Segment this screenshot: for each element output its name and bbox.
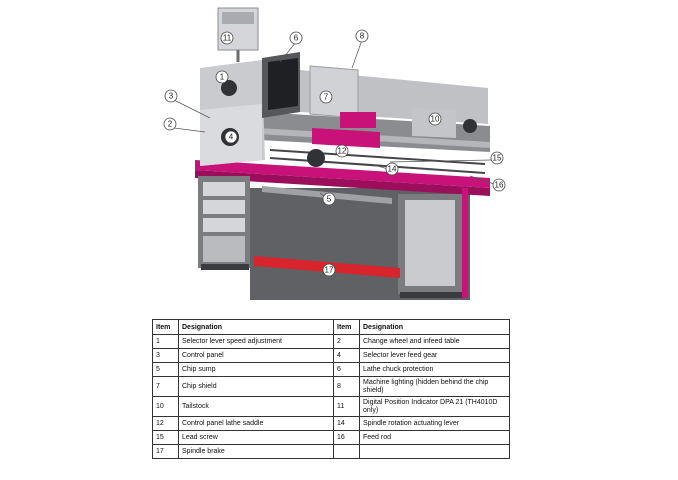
table-row: 17 Spindle brake [152,444,510,459]
tailstock-handwheel [463,119,477,133]
cell-item [333,444,360,459]
callout-10: 10 [431,115,440,124]
parts-legend-table: Item Designation Item Designation 1 Sele… [152,319,510,459]
cell-designation: Change wheel and infeed table [359,334,510,349]
cell-item: 5 [152,362,179,377]
cell-item: 7 [152,376,179,397]
cell-designation: Tailstock [178,396,334,417]
cell-item: 10 [152,396,179,417]
lathe-diagram: 11 1 6 8 3 2 7 10 4 12 14 15 16 5 17 [163,7,506,300]
table-row: 1 Selector lever speed adjustment 2 Chan… [152,334,510,349]
callout-16: 16 [495,181,504,190]
callout-14: 14 [388,165,397,174]
feed-rod [269,157,486,174]
left-pedestal-drawer-2 [203,200,245,214]
table-row: 15 Lead screw 16 Feed rod [152,430,510,445]
callout-5: 5 [327,195,332,204]
chip-shield-panel [309,65,359,119]
header-designation-2: Designation [359,319,510,335]
cell-designation: Lead screw [178,430,334,445]
cell-designation: Selector lever feed gear [359,348,510,363]
cell-designation: Chip shield [178,376,334,397]
right-foot [400,292,462,298]
left-pedestal-drawer-1 [203,182,245,196]
lead-screw [269,149,486,165]
callout-15: 15 [493,154,502,163]
callout-12: 12 [338,147,347,156]
cell-item: 4 [333,348,360,363]
callout-3: 3 [169,92,174,101]
table-header-row: Item Designation Item Designation [152,319,510,335]
table-row: 5 Chip sump 6 Lathe chuck protection [152,362,510,377]
cell-item: 15 [152,430,179,445]
cell-designation: Chip sump [178,362,334,377]
cell-item: 6 [333,362,360,377]
saddle [312,128,380,148]
cell-designation: Control panel lathe saddle [178,416,334,431]
cell-designation: Selector lever speed adjustment [178,334,334,349]
header-designation: Designation [178,319,334,335]
cell-item: 2 [333,334,360,349]
cell-item: 11 [333,396,360,417]
left-pedestal-door [203,236,245,262]
right-pedestal-door [405,200,455,286]
cell-item: 17 [152,444,179,459]
cell-designation: Spindle rotation actuating lever [359,416,510,431]
headstock-knob [221,80,237,96]
table-row: 3 Control panel 4 Selector lever feed ge… [152,348,510,363]
cross-slide [340,112,376,128]
cell-item: 1 [152,334,179,349]
cell-designation: Digital Position Indicator DPA 21 (TH401… [359,396,510,417]
callouts: 11 1 6 8 3 2 7 10 4 12 14 15 16 5 17 [163,29,506,277]
leader-lines [173,39,498,201]
cell-designation: Control panel [178,348,334,363]
cell-item: 14 [333,416,360,431]
left-foot [201,264,249,270]
callout-6: 6 [294,34,299,43]
cell-designation: Feed rod [359,430,510,445]
callout-8: 8 [360,32,365,41]
chuck-protection-shield [268,58,298,110]
cabinet-top-magenta [195,160,490,188]
cell-item: 8 [333,376,360,397]
cell-item: 12 [152,416,179,431]
cell-designation: Spindle brake [178,444,334,459]
callout-4: 4 [229,133,234,142]
cell-designation [359,444,510,459]
cell-designation: Machine lighting (hidden behind the chip… [359,376,510,397]
right-pedestal-magenta [462,188,468,298]
table-row: 12 Control panel lathe saddle 14 Spindle… [152,416,510,431]
callout-7: 7 [324,93,329,102]
callout-17: 17 [325,266,334,275]
left-pedestal-drawer-3 [203,218,245,232]
cell-item: 3 [152,348,179,363]
carriage-handwheel [307,149,325,167]
cabinet-top-face [195,170,490,196]
dro-screen [222,12,254,24]
header-item: Item [152,319,179,335]
callout-1: 1 [220,73,225,82]
table-row: 10 Tailstock 11 Digital Position Indicat… [152,396,510,417]
cell-item: 16 [333,430,360,445]
callout-2: 2 [168,120,173,129]
cell-designation: Lathe chuck protection [359,362,510,377]
header-item-2: Item [333,319,360,335]
callout-11: 11 [223,34,232,43]
table-row: 7 Chip shield 8 Machine lighting (hidden… [152,376,510,397]
